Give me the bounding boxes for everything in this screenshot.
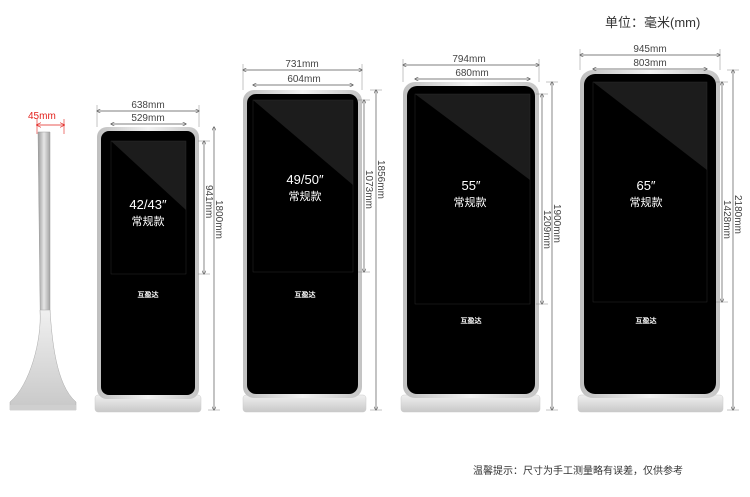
brand-logo: 互盈达 bbox=[461, 316, 482, 325]
model-body bbox=[247, 94, 358, 394]
screen-glare bbox=[111, 141, 186, 210]
outer-width-label: 794mm bbox=[452, 54, 485, 65]
brand-logo: 互盈达 bbox=[636, 316, 657, 325]
screen-width-label: 680mm bbox=[455, 68, 488, 79]
screen-width-label: 529mm bbox=[131, 113, 164, 124]
screen-width-label: 604mm bbox=[287, 74, 320, 85]
model-size-label: 49/50″ bbox=[286, 172, 324, 187]
model-49-50: 49/50″ 常规款 互盈达 731mm 604mm 1073mm 1856mm bbox=[243, 59, 386, 413]
model-42-43: 42/43″ 常规款 互盈达 638mm 529mm 941mm 1800mm bbox=[94, 100, 224, 413]
screen-width-label: 803mm bbox=[633, 58, 666, 69]
side-base bbox=[9, 309, 77, 411]
model-style-label: 常规款 bbox=[132, 214, 165, 228]
model-style-label: 常规款 bbox=[630, 195, 663, 209]
height-label: 1900mm bbox=[551, 204, 562, 243]
side-view: 45mm bbox=[9, 111, 77, 411]
model-screen bbox=[252, 99, 354, 273]
outer-width-label: 945mm bbox=[633, 44, 666, 55]
model-55: 55″ 常规款 互盈达 794mm 680mm 1209mm 1900mm bbox=[400, 54, 562, 413]
screen-glare bbox=[593, 82, 707, 170]
model-style-label: 常规款 bbox=[454, 195, 487, 209]
model-body bbox=[407, 86, 535, 394]
model-body bbox=[101, 131, 195, 395]
brand-logo: 互盈达 bbox=[138, 290, 159, 299]
unit-label: 单位：毫米(mm) bbox=[605, 15, 701, 30]
model-size-label: 42/43″ bbox=[129, 197, 167, 212]
model-screen bbox=[110, 140, 187, 275]
height-label: 1856mm bbox=[375, 160, 386, 199]
model-body bbox=[584, 74, 716, 394]
side-thickness-label: 45mm bbox=[28, 111, 56, 122]
screen-glare bbox=[253, 100, 353, 185]
screen-height-label: 1073mm bbox=[363, 170, 374, 209]
screen-height-label: 1209mm bbox=[541, 210, 552, 249]
brand-logo: 互盈达 bbox=[295, 290, 316, 299]
height-label: 2180mm bbox=[732, 195, 743, 234]
model-screen bbox=[414, 93, 531, 305]
screen-height-label: 1428mm bbox=[721, 200, 732, 239]
outer-width-label: 638mm bbox=[131, 100, 164, 111]
model-size-label: 55″ bbox=[461, 178, 480, 193]
outer-width-label: 731mm bbox=[285, 59, 318, 70]
footnote: 温馨提示：尺寸为手工测量略有误差，仅供参考 bbox=[473, 466, 683, 477]
model-screen bbox=[592, 81, 708, 303]
model-style-label: 常规款 bbox=[289, 189, 322, 203]
screen-height-label: 941mm bbox=[203, 185, 214, 218]
model-size-label: 65″ bbox=[636, 178, 655, 193]
height-label: 1800mm bbox=[213, 200, 224, 239]
screen-glare bbox=[415, 94, 530, 180]
model-65: 65″ 常规款 互盈达 945mm 803mm 1428mm 2180mm bbox=[577, 44, 743, 413]
